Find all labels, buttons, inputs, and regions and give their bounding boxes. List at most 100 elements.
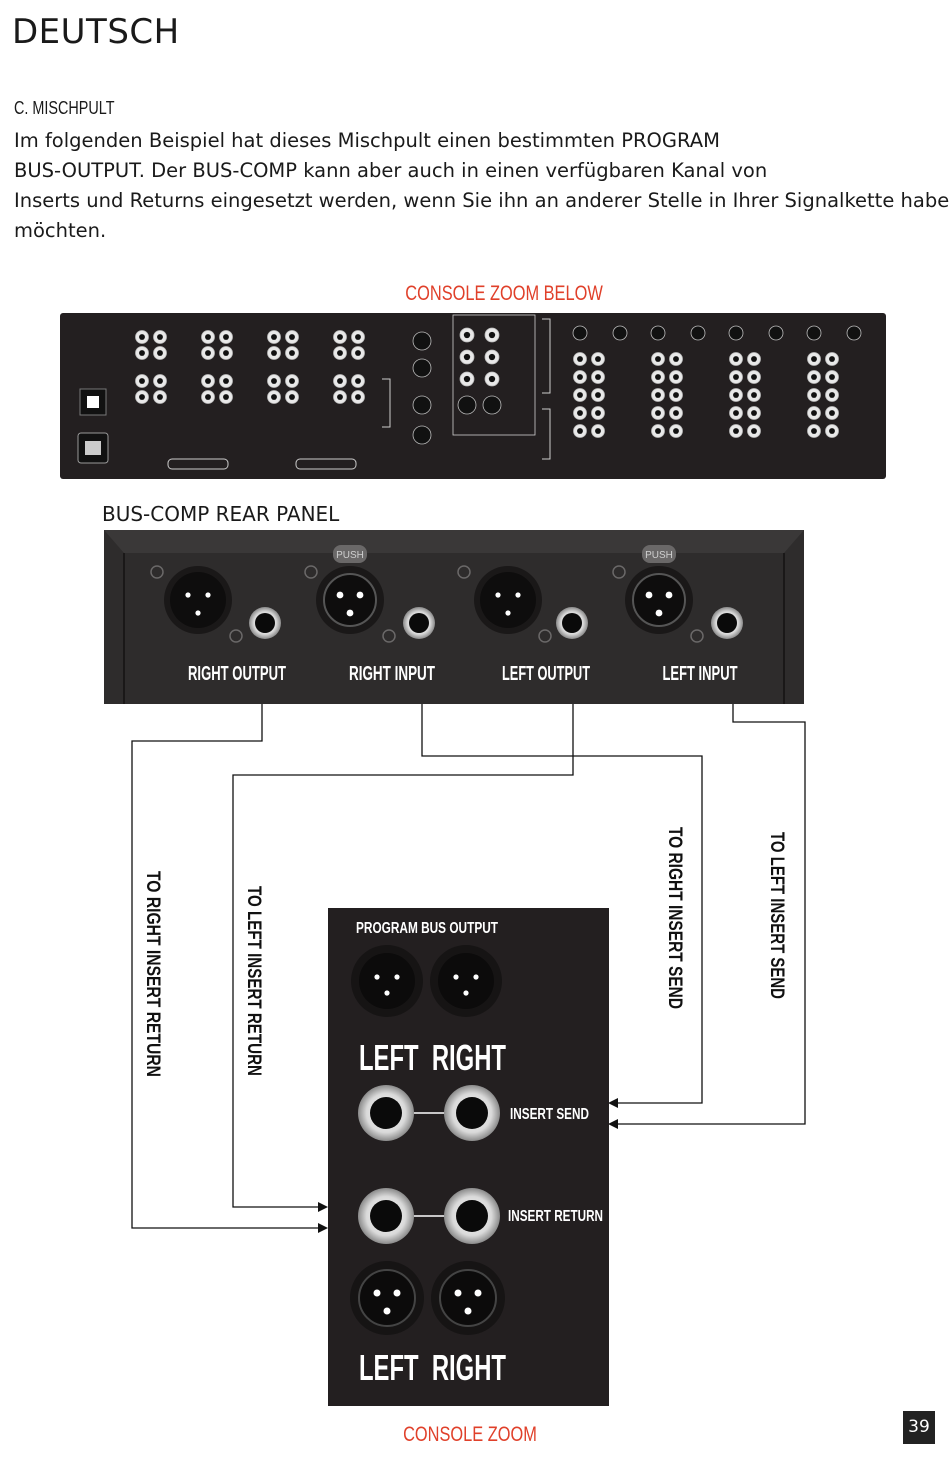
console-jack-hole bbox=[139, 350, 145, 356]
console-jack-hole bbox=[205, 334, 211, 340]
console-xlr-jack bbox=[412, 331, 432, 351]
console-jack-hole bbox=[595, 392, 601, 398]
left-output-trs-jack bbox=[556, 607, 588, 639]
left-right-label-top: LEFT RIGHT bbox=[359, 1037, 506, 1078]
console-jack-hole bbox=[595, 428, 601, 434]
program-right-xlr bbox=[430, 945, 502, 1017]
console-jack-hole bbox=[595, 410, 601, 416]
insert-return-label: INSERT RETURN bbox=[508, 1208, 603, 1225]
console-xlr-jack bbox=[412, 395, 432, 415]
console-jack-hole bbox=[157, 394, 163, 400]
page-number: 39 bbox=[903, 1411, 935, 1444]
paragraph-line: Im folgenden Beispiel hat dieses Mischpu… bbox=[14, 129, 720, 152]
left-output-label: LEFT OUTPUT bbox=[502, 663, 590, 685]
console-xlr-jack bbox=[806, 325, 822, 341]
console-jack-hole bbox=[811, 392, 817, 398]
console-jack-hole bbox=[205, 350, 211, 356]
console-jack-hole bbox=[673, 356, 679, 362]
console-jack-hole bbox=[355, 350, 361, 356]
console-jack-hole bbox=[577, 392, 583, 398]
paragraph-line: BUS-OUTPUT. Der BUS-COMP kann aber auch … bbox=[14, 159, 768, 182]
intro-paragraph: Im folgenden Beispiel hat dieses Mischpu… bbox=[14, 126, 950, 246]
console-jack-hole bbox=[673, 374, 679, 380]
right-input-xlr: PUSH bbox=[316, 545, 384, 634]
console-jack-hole bbox=[811, 410, 817, 416]
left-input-label: LEFT INPUT bbox=[663, 663, 738, 685]
console-jack-hole bbox=[733, 374, 739, 380]
program-bus-output-title: PROGRAM BUS OUTPUT bbox=[356, 920, 498, 937]
console-jack-hole bbox=[355, 334, 361, 340]
push-label: PUSH bbox=[336, 550, 364, 561]
console-jack-hole bbox=[733, 410, 739, 416]
console-jack-hole bbox=[595, 374, 601, 380]
console-jack-hole bbox=[223, 394, 229, 400]
console-jack-hole bbox=[337, 394, 343, 400]
console-jack-hole bbox=[157, 334, 163, 340]
console-jack-hole bbox=[733, 356, 739, 362]
insert-send-left-jack bbox=[358, 1085, 414, 1141]
console-rear-illustration bbox=[60, 313, 886, 479]
left-right-label-bottom: LEFT RIGHT bbox=[359, 1347, 506, 1388]
console-jack-hole bbox=[673, 410, 679, 416]
console-xlr-jack bbox=[690, 325, 706, 341]
to-left-insert-send-label: TO LEFT INSERT SEND bbox=[766, 832, 787, 999]
console-jack-hole bbox=[655, 374, 661, 380]
console-jack-hole bbox=[205, 394, 211, 400]
left-input-xlr: PUSH bbox=[625, 545, 693, 634]
insert-return-left-jack bbox=[358, 1188, 414, 1244]
bottom-left-xlr bbox=[350, 1261, 424, 1335]
console-jack-hole bbox=[488, 353, 496, 361]
console-jack-hole bbox=[655, 428, 661, 434]
insert-send-right-jack bbox=[444, 1085, 500, 1141]
rear-panel-title: BUS-COMP REAR PANEL bbox=[102, 502, 340, 526]
bus-comp-rear-panel bbox=[104, 530, 804, 704]
console-xlr-jack bbox=[846, 325, 862, 341]
insert-send-label: INSERT SEND bbox=[510, 1106, 589, 1123]
language-header: DEUTSCH bbox=[12, 12, 180, 52]
console-xlr-jack bbox=[412, 358, 432, 378]
console-zoom-below-caption: CONSOLE ZOOM BELOW bbox=[405, 282, 603, 305]
console-jack-hole bbox=[139, 378, 145, 384]
console-jack-hole bbox=[355, 394, 361, 400]
console-jack-hole bbox=[223, 334, 229, 340]
console-zoom-caption: CONSOLE ZOOM bbox=[403, 1423, 537, 1446]
console-jack-hole bbox=[488, 331, 496, 339]
console-jack-hole bbox=[223, 378, 229, 384]
console-jack-hole bbox=[463, 375, 471, 383]
left-output-xlr bbox=[474, 566, 542, 634]
to-left-insert-return-label: TO LEFT INSERT RETURN bbox=[243, 886, 264, 1076]
console-jack-hole bbox=[673, 392, 679, 398]
console-xlr-jack bbox=[482, 395, 502, 415]
console-jack-hole bbox=[751, 428, 757, 434]
console-jack-hole bbox=[289, 378, 295, 384]
console-jack-hole bbox=[271, 350, 277, 356]
console-xlr-jack bbox=[650, 325, 666, 341]
console-jack-hole bbox=[829, 356, 835, 362]
console-jack-hole bbox=[733, 428, 739, 434]
console-xlr-jack bbox=[612, 325, 628, 341]
console-jack-hole bbox=[811, 428, 817, 434]
console-xlr-jack bbox=[768, 325, 784, 341]
console-jack-hole bbox=[829, 428, 835, 434]
console-jack-hole bbox=[829, 374, 835, 380]
console-jack-hole bbox=[289, 334, 295, 340]
console-jack-hole bbox=[157, 378, 163, 384]
cable-lines bbox=[131, 704, 806, 1229]
console-jack-hole bbox=[655, 392, 661, 398]
right-output-label: RIGHT OUTPUT bbox=[188, 663, 286, 685]
console-jack-hole bbox=[337, 334, 343, 340]
console-jack-hole bbox=[655, 410, 661, 416]
bottom-right-xlr bbox=[431, 1261, 505, 1335]
console-jack-hole bbox=[577, 356, 583, 362]
console-jack-hole bbox=[139, 394, 145, 400]
console-jack-hole bbox=[829, 410, 835, 416]
console-jack-hole bbox=[289, 394, 295, 400]
console-xlr-jack bbox=[728, 325, 744, 341]
console-jack-hole bbox=[289, 350, 295, 356]
paragraph-line: Inserts und Returns eingesetzt werden, w… bbox=[14, 189, 950, 212]
push-label: PUSH bbox=[645, 550, 673, 561]
console-jack-hole bbox=[271, 378, 277, 384]
console-xlr-jack bbox=[572, 325, 588, 341]
console-jack-hole bbox=[463, 353, 471, 361]
console-jack-hole bbox=[811, 374, 817, 380]
